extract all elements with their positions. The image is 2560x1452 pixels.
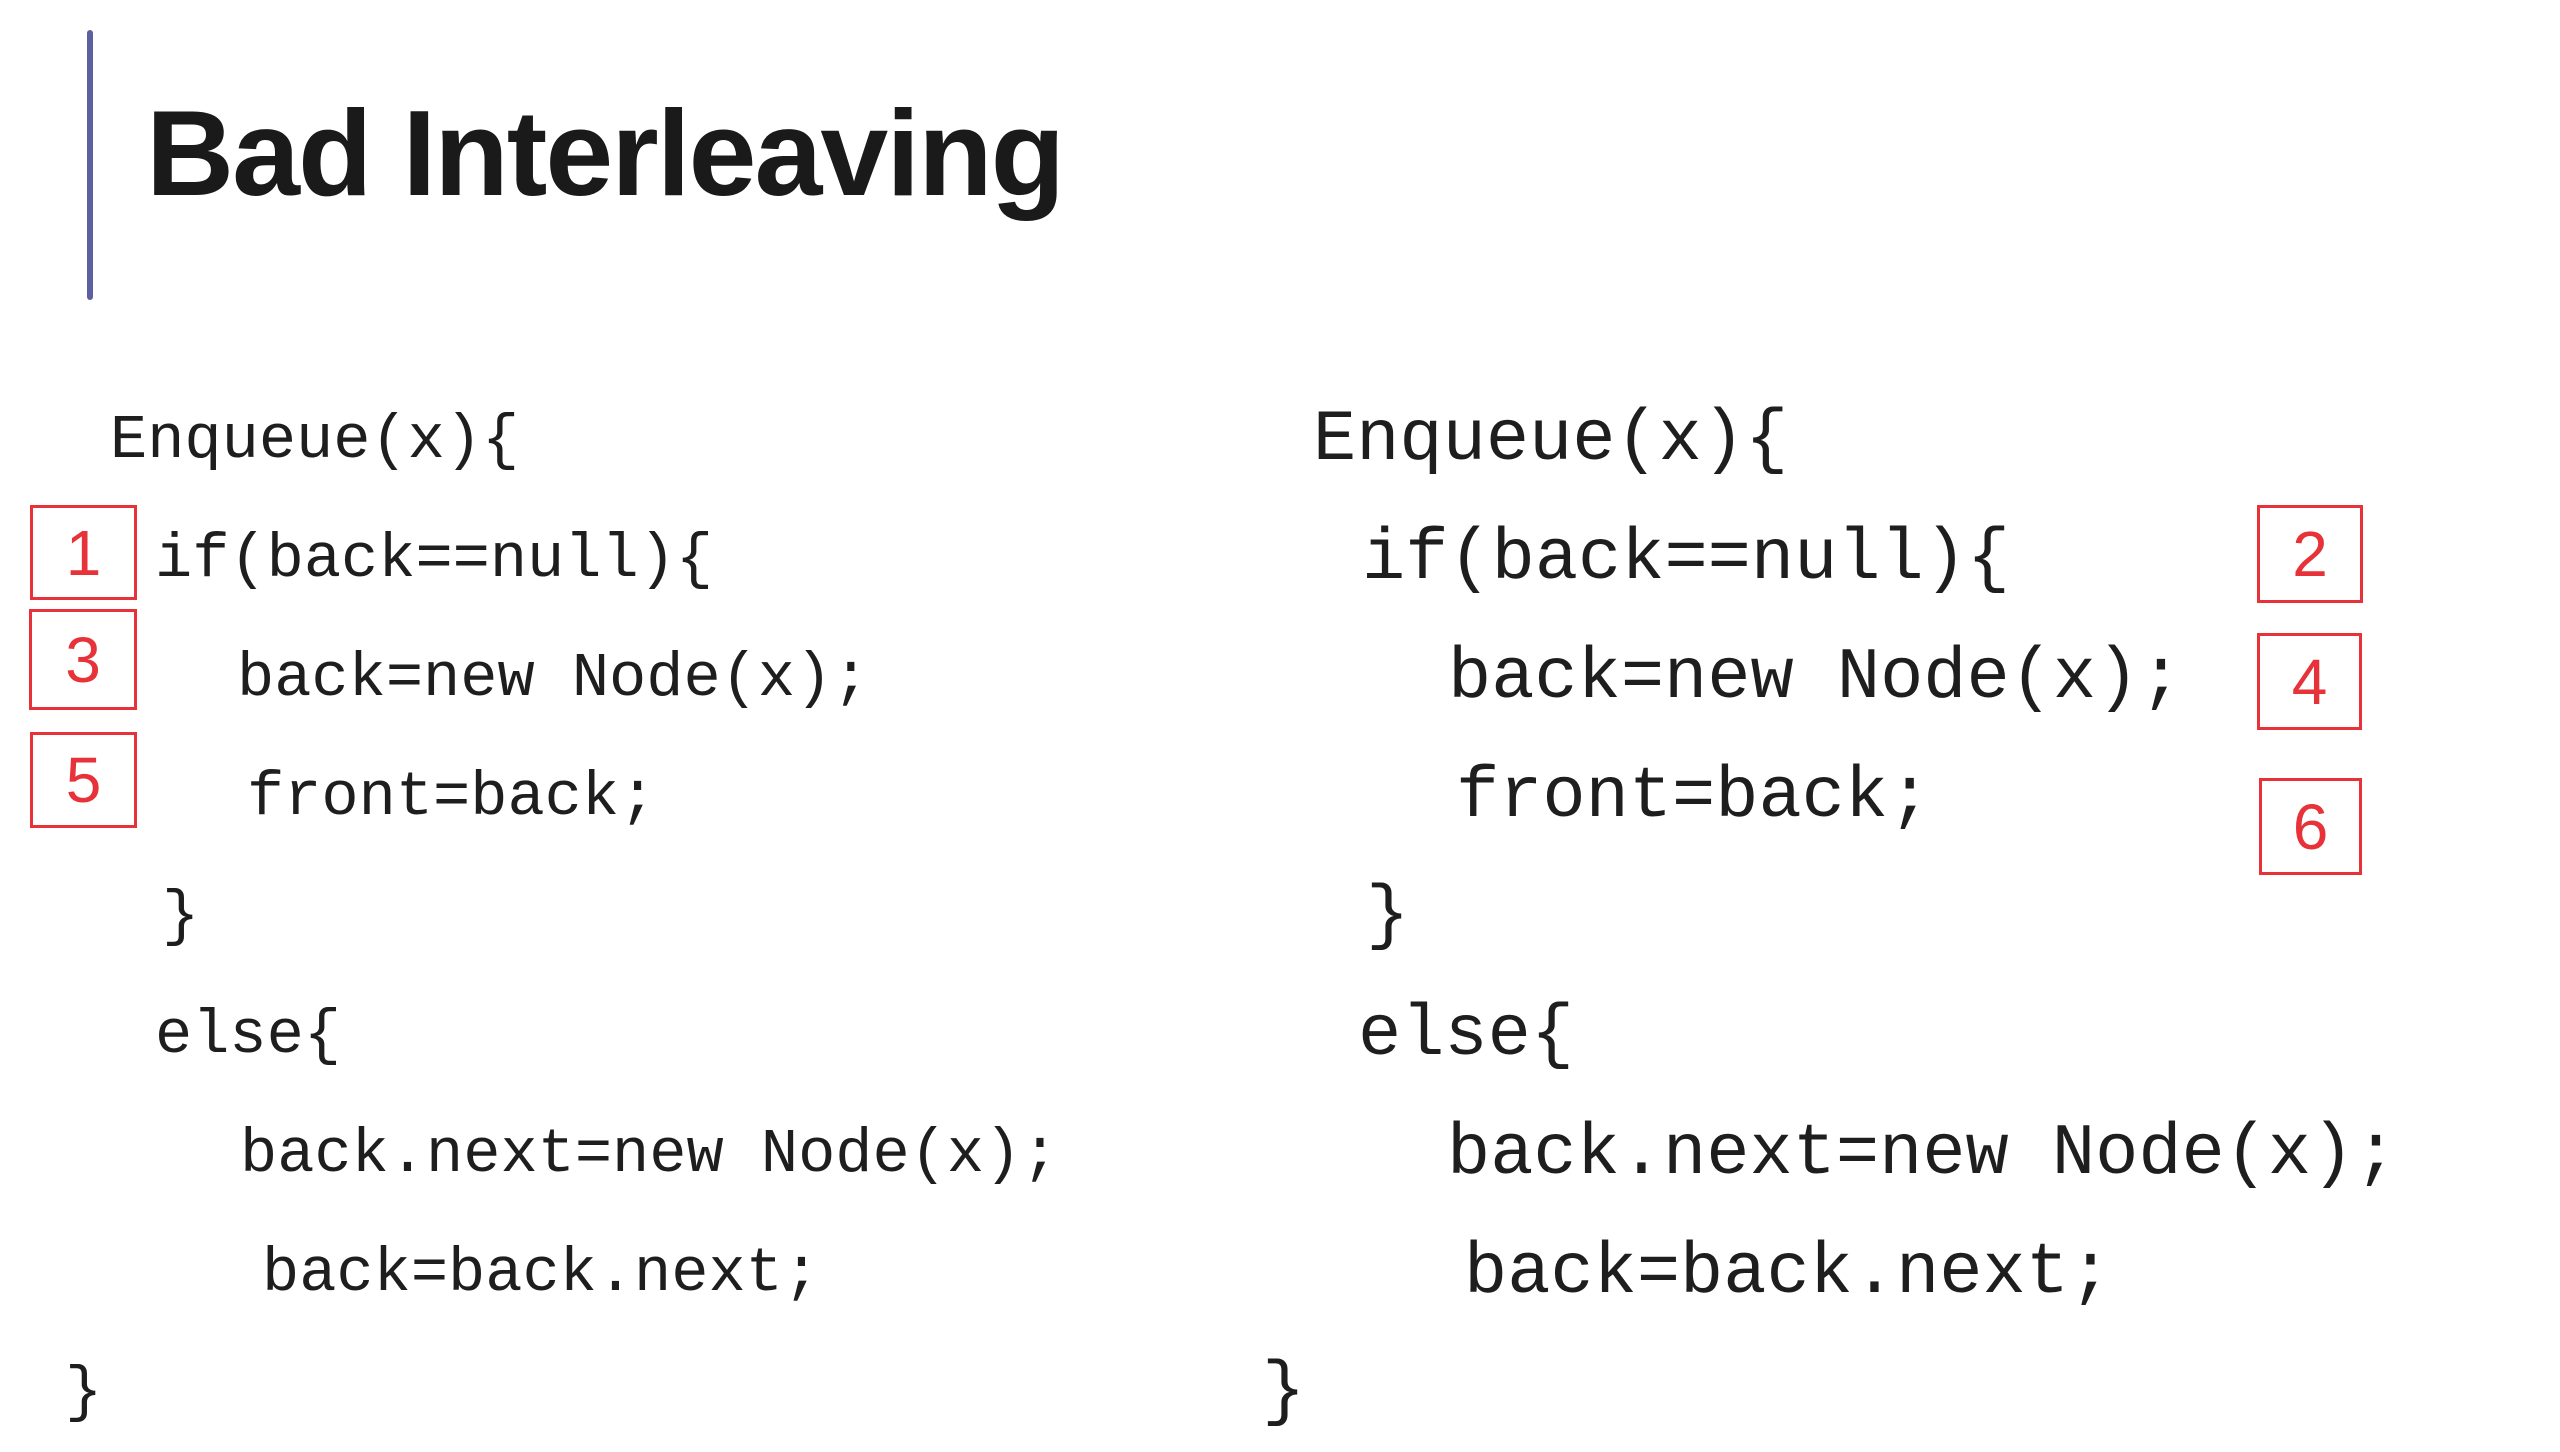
- title-accent-bar: [87, 30, 93, 300]
- sequence-marker-5: 5: [30, 732, 137, 828]
- code-line: if(back==null){: [1362, 518, 2011, 600]
- code-line: back=back.next;: [262, 1238, 821, 1309]
- code-line: front=back;: [1456, 756, 1932, 838]
- code-line: Enqueue(x){: [110, 405, 520, 476]
- marker-number: 1: [65, 516, 102, 589]
- sequence-marker-6: 6: [2259, 778, 2362, 875]
- code-line: }: [162, 881, 200, 952]
- code-line: }: [1366, 875, 1410, 957]
- code-line: back.next=new Node(x);: [240, 1119, 1059, 1190]
- code-line: }: [1262, 1351, 1306, 1433]
- code-line: else{: [1358, 994, 1575, 1076]
- marker-number: 6: [2292, 790, 2329, 863]
- code-line: back.next=new Node(x);: [1447, 1113, 2398, 1195]
- sequence-marker-3: 3: [29, 609, 137, 710]
- marker-number: 4: [2291, 645, 2328, 718]
- code-line: front=back;: [247, 762, 657, 833]
- sequence-marker-1: 1: [30, 505, 137, 600]
- code-line: if(back==null){: [155, 524, 714, 595]
- marker-number: 2: [2292, 518, 2328, 590]
- code-line: back=new Node(x);: [237, 643, 870, 714]
- slide-title: Bad Interleaving: [146, 85, 1065, 221]
- marker-number: 5: [65, 744, 102, 816]
- code-line: Enqueue(x){: [1313, 399, 1789, 481]
- code-line: else{: [155, 1000, 342, 1071]
- code-line: back=new Node(x);: [1448, 637, 2183, 719]
- marker-number: 3: [65, 623, 101, 696]
- code-line: }: [65, 1357, 103, 1428]
- code-line: back=back.next;: [1464, 1232, 2113, 1314]
- sequence-marker-2: 2: [2257, 505, 2363, 603]
- sequence-marker-4: 4: [2257, 633, 2362, 730]
